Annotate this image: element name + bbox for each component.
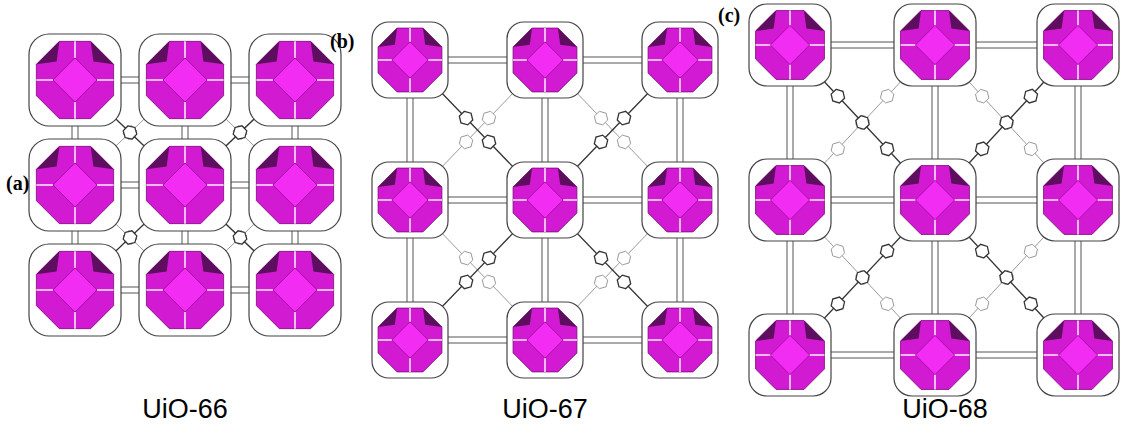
phenyl-ring [459, 275, 472, 289]
phenyl-ring [594, 135, 607, 149]
phenyl-ring [831, 244, 844, 258]
phenyl-ring [1000, 116, 1013, 130]
phenyl-ring [880, 89, 893, 103]
zr-cluster [139, 244, 231, 336]
phenyl-ring [1024, 89, 1037, 103]
zr-cluster [642, 162, 718, 238]
mof-panel [749, 4, 1119, 396]
zr-cluster [749, 159, 831, 241]
phenyl-ring [1000, 271, 1013, 285]
phenyl-ring [233, 231, 247, 244]
phenyl-ring [880, 297, 893, 311]
zr-cluster [372, 302, 448, 378]
phenyl-ring [594, 111, 607, 125]
zr-cluster [29, 34, 121, 126]
zr-cluster [642, 302, 718, 378]
phenyl-ring [233, 126, 247, 139]
phenyl-ring [123, 126, 137, 139]
phenyl-ring [856, 116, 869, 130]
zr-cluster [1037, 159, 1119, 241]
phenyl-ring [482, 251, 495, 265]
zr-cluster [507, 302, 583, 378]
phenyl-ring [459, 111, 472, 125]
zr-cluster [249, 34, 341, 126]
phenyl-ring [459, 251, 472, 265]
phenyl-ring [880, 244, 893, 258]
zr-cluster [1037, 314, 1119, 396]
phenyl-ring [617, 251, 630, 265]
zr-cluster [29, 244, 121, 336]
phenyl-ring [856, 116, 869, 130]
structure-name: UiO-68 [902, 395, 988, 425]
phenyl-ring [123, 231, 137, 244]
phenyl-ring [617, 111, 630, 125]
phenyl-ring [1024, 297, 1037, 311]
phenyl-ring [831, 89, 844, 103]
mof-panel [372, 22, 718, 378]
phenyl-ring [233, 231, 247, 244]
zr-cluster [642, 22, 718, 98]
phenyl-ring [831, 142, 844, 156]
zr-cluster [249, 244, 341, 336]
phenyl-ring [856, 271, 869, 285]
zr-cluster [507, 22, 583, 98]
structure-name: UiO-66 [142, 395, 228, 425]
phenyl-ring [1024, 244, 1037, 258]
phenyl-ring [1024, 142, 1037, 156]
phenyl-ring [976, 297, 989, 311]
zr-cluster [894, 4, 976, 86]
phenyl-ring [856, 271, 869, 285]
phenyl-ring [880, 142, 893, 156]
phenyl-ring [831, 297, 844, 311]
zr-cluster [507, 162, 583, 238]
phenyl-ring [459, 135, 472, 149]
zr-cluster [749, 314, 831, 396]
phenyl-ring [617, 135, 630, 149]
phenyl-ring [482, 275, 495, 289]
zr-cluster [249, 139, 341, 231]
panel-label: (a) [6, 172, 29, 194]
phenyl-ring [482, 135, 495, 149]
phenyl-ring [976, 89, 989, 103]
phenyl-ring [123, 126, 137, 139]
zr-cluster [894, 314, 976, 396]
phenyl-ring [1000, 271, 1013, 285]
phenyl-ring [594, 251, 607, 265]
phenyl-ring [976, 142, 989, 156]
phenyl-ring [123, 231, 137, 244]
phenyl-ring [482, 111, 495, 125]
zr-cluster [29, 139, 121, 231]
panel-label: (b) [330, 30, 354, 52]
phenyl-ring [233, 126, 247, 139]
zr-cluster [372, 22, 448, 98]
phenyl-ring [617, 275, 630, 289]
zr-cluster [894, 159, 976, 241]
panel-label: (c) [718, 4, 740, 26]
structure-name: UiO-67 [502, 395, 588, 425]
zr-cluster [749, 4, 831, 86]
mof-panel [29, 34, 341, 336]
phenyl-ring [1000, 116, 1013, 130]
phenyl-ring [976, 244, 989, 258]
zr-cluster [1037, 4, 1119, 86]
zr-cluster [372, 162, 448, 238]
zr-cluster [139, 139, 231, 231]
phenyl-ring [594, 275, 607, 289]
zr-cluster [139, 34, 231, 126]
